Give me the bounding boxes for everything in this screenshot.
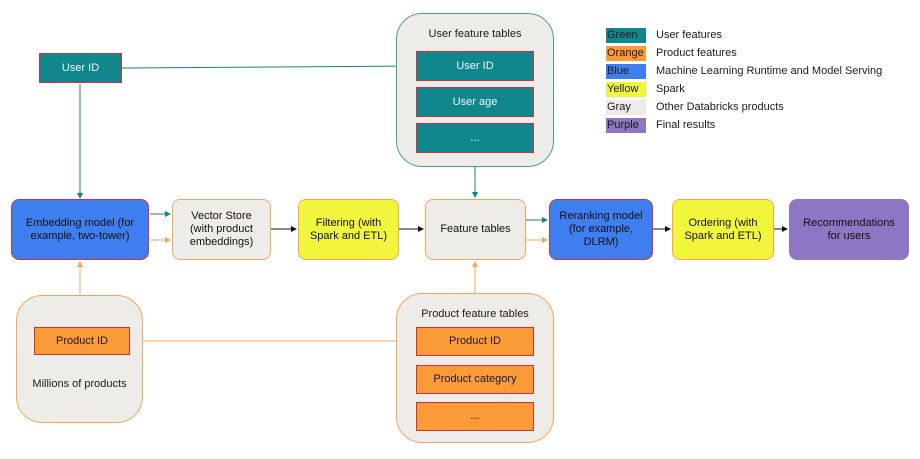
product-table-row-product-category: Product category — [416, 365, 534, 394]
user-table-row-user-id: User ID — [416, 51, 534, 81]
product-table-row-product-id: Product ID — [416, 327, 534, 356]
products-container: Millions of products — [16, 295, 143, 423]
legend: Green User features Orange Product featu… — [606, 26, 882, 134]
legend-item-yellow: Yellow Spark — [606, 80, 882, 98]
recommendations-node: Recommendations for users — [789, 199, 909, 260]
user-id-box: User ID — [39, 53, 122, 83]
legend-item-gray: Gray Other Databricks products — [606, 98, 882, 116]
legend-label-orange: Product features — [656, 47, 737, 59]
user-feature-tables-title: User feature tables — [428, 28, 522, 40]
legend-swatch-gray: Gray — [606, 99, 646, 115]
legend-item-orange: Orange Product features — [606, 44, 882, 62]
edge-userid-to-usertable — [116, 63, 415, 72]
feature-tables-node: Feature tables — [425, 199, 526, 260]
legend-item-blue: Blue Machine Learning Runtime and Model … — [606, 62, 882, 80]
embedding-model-node: Embedding model (for example, two-tower) — [11, 199, 149, 260]
legend-label-purple: Final results — [656, 119, 716, 131]
ordering-node: Ordering (with Spark and ETL) — [672, 199, 774, 260]
user-table-row-user-age: User age — [416, 87, 534, 117]
legend-item-purple: Purple Final results — [606, 116, 882, 134]
legend-swatch-blue: Blue — [606, 63, 646, 79]
legend-swatch-orange: Orange — [606, 45, 646, 61]
millions-of-products-caption: Millions of products — [32, 378, 127, 390]
legend-item-green: Green User features — [606, 26, 882, 44]
reranking-model-node: Reranking model (for example, DLRM) — [549, 199, 653, 260]
product-table-row-more: ... — [416, 402, 534, 431]
legend-swatch-purple: Purple — [606, 117, 646, 133]
product-id-box: Product ID — [34, 327, 130, 355]
legend-swatch-green: Green — [606, 27, 646, 43]
user-table-row-more: ... — [416, 123, 534, 153]
legend-swatch-yellow: Yellow — [606, 81, 646, 97]
legend-label-yellow: Spark — [656, 83, 685, 95]
filtering-node: Filtering (with Spark and ETL) — [298, 199, 399, 260]
legend-label-gray: Other Databricks products — [656, 101, 784, 113]
legend-label-blue: Machine Learning Runtime and Model Servi… — [656, 65, 883, 77]
vector-store-node: Vector Store (with product embeddings) — [172, 199, 271, 260]
legend-label-green: User features — [656, 29, 723, 41]
product-feature-tables-title: Product feature tables — [421, 308, 529, 320]
